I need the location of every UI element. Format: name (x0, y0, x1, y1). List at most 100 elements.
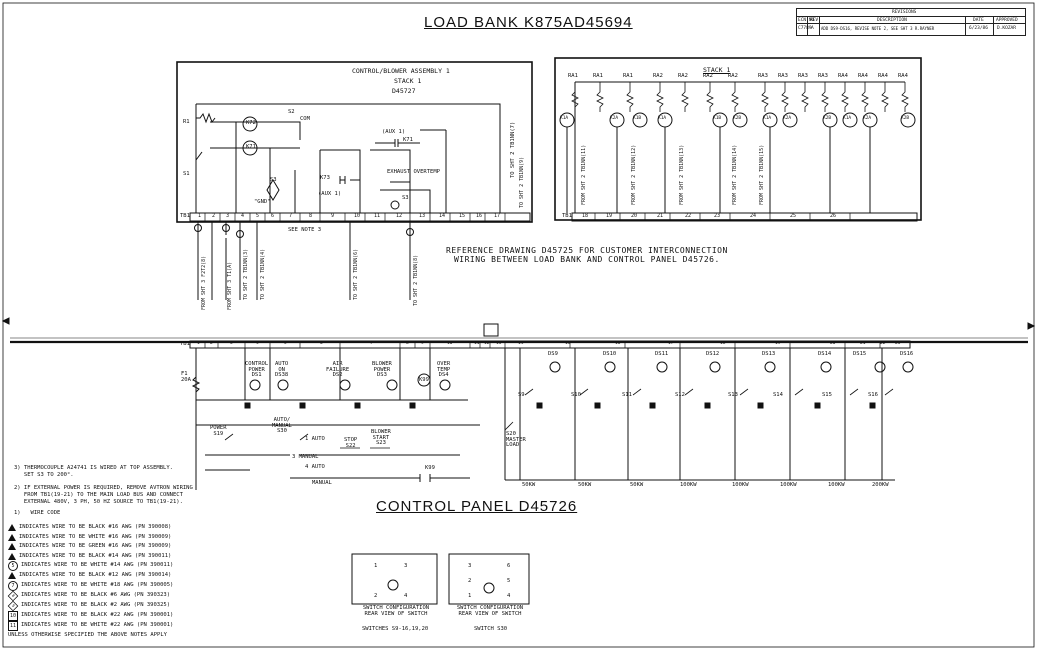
aux1-label: (AUX 1) (318, 191, 342, 197)
mode-4-auto: 4 AUTO (305, 464, 325, 470)
legend-row: INDICATES WIRE TO BE BLACK #16 AWG (PN 3… (8, 523, 173, 533)
sw1-pin-4: 4 (404, 593, 408, 599)
legend-row: INDICATES WIRE TO BE BLACK #12 AWG (PN 3… (8, 571, 173, 581)
tb1-terminal-number: 16 (476, 213, 483, 219)
tb1-terminal-number: 23 (714, 213, 721, 219)
tb1-terminal-number: 14 (439, 213, 446, 219)
stack-resistor-label: RA4 (858, 73, 868, 79)
sw1-pin-3: 3 (404, 563, 408, 569)
note-2b: FROM TB1(19-21) TO THE MAIN LOAD BUS AND… (14, 492, 183, 498)
tb1-terminal-number: 4 (241, 213, 245, 219)
note-3b: SET S3 TO 200°. (14, 472, 74, 478)
sw1-pin-1: 1 (374, 563, 378, 569)
wire-code-symbol: 9 (7, 600, 19, 611)
tb1-terminal-number: 4 (256, 341, 259, 346)
stack-contactor-label: K2A (863, 116, 872, 121)
rev-approved: D.KOZAR (997, 26, 1016, 31)
step-switch-label: S16 (868, 392, 878, 398)
legend-text: INDICATES WIRE TO BE BLACK #2 AWG (PN 39… (21, 601, 171, 608)
stack-resistor-label: RA1 (568, 73, 578, 79)
legend-text: INDICATES WIRE TO BE WHITE #14 AWG (PN 3… (21, 562, 174, 569)
load-bank-title: LOAD BANK K875AD45694 (424, 14, 633, 31)
stack-resistor-label: RA3 (758, 73, 768, 79)
revisions-table: REVISIONS ECN NO REV DESCRIPTION DATE AP… (796, 8, 1026, 36)
step-switch-label: S9 (518, 392, 525, 398)
tb1-terminal-number: 19 (775, 341, 781, 346)
note-1: 1) WIRE CODE (14, 510, 61, 516)
tb1-terminal-number: 18 (582, 213, 589, 219)
step-kw-rating: 100KW (680, 482, 697, 488)
tb1-terminal-number: 12 (484, 341, 490, 346)
k71-coil: K71 (246, 144, 256, 150)
stack-contactor-label: K1B (633, 116, 642, 121)
mode-1-auto: 1 AUTO (305, 436, 325, 442)
tb1-top-label: TB1 (180, 213, 190, 219)
tb1-terminal-number: 1 (198, 213, 202, 219)
wire-code-legend: INDICATES WIRE TO BE BLACK #16 AWG (PN 3… (7, 523, 174, 631)
footer-note: UNLESS OTHERWISE SPECIFIED THE ABOVE NOT… (8, 632, 167, 638)
sw2-name: SWITCH S30 (474, 626, 508, 632)
tb1-terminal-number: 17 (494, 213, 501, 219)
tb1-terminal-number: 13 (419, 213, 426, 219)
master-load-label: S20 MASTER LOAD (506, 431, 526, 448)
rev-date: 6/23/86 (969, 26, 988, 31)
control-blower-stack: STACK 1 (394, 77, 422, 85)
stack-contactor-label: K2B (823, 116, 832, 121)
control-blower-drawing: D45727 (392, 87, 416, 95)
step-kw-rating: 50KW (522, 482, 536, 488)
tb1-stack-label: TB1 (562, 213, 572, 219)
note-3a: 3) THERMOCOUPLE A24741 IS WIRED AT TOP A… (14, 465, 173, 471)
legend-row: INDICATES WIRE TO BE WHITE #16 AWG (PN 3… (8, 533, 173, 543)
rev-col-approved: APPROVED (996, 18, 1018, 23)
step-kw-rating: 100KW (828, 482, 845, 488)
tb1-terminal-number: 1 (197, 341, 200, 346)
tb1-terminal-number: 24 (750, 213, 757, 219)
stack-resistor-label: RA2 (728, 73, 738, 79)
tb1-terminal-number: 2 (210, 341, 213, 346)
sw1-pin-2: 2 (374, 593, 378, 599)
tb1-terminal-number: 20 (830, 341, 836, 346)
tb1-terminal-number: 15 (565, 341, 571, 346)
tb1-terminal-number: 17 (668, 341, 674, 346)
stack-resistor-label: RA3 (798, 73, 808, 79)
step-kw-rating: 100KW (732, 482, 749, 488)
step-switch-label: S10 (571, 392, 581, 398)
see-note-3: SEE NOTE 3 (288, 227, 322, 233)
sw1-caption: SWITCH CONFIGURATION REAR VIEW OF SWITCH (362, 605, 430, 617)
k99-contact: K99 (425, 465, 435, 471)
step-indicator-label: DS15 (853, 351, 867, 357)
wire-code-symbol (8, 572, 16, 580)
k71-contact: K71 (403, 137, 413, 143)
stack-from-label: FROM SHT 2 TB1NN(14) (732, 144, 738, 205)
tb1-terminal-number: 5 (284, 341, 287, 346)
wire-code-symbol: 7 (8, 580, 18, 591)
drawing-notes: 3) THERMOCOUPLE A24741 IS WIRED AT TOP A… (14, 465, 193, 517)
sw2-pin-5: 5 (507, 578, 511, 584)
legend-text: INDICATES WIRE TO BE WHITE #22 AWG (PN 3… (21, 621, 174, 628)
tb1-terminal-number: 11 (374, 213, 381, 219)
stack-contactor-label: K2B (901, 116, 910, 121)
tb1-terminal-number: 6 (271, 213, 275, 219)
r1-label: R1 (183, 119, 190, 125)
s2-label: S2 (288, 109, 295, 115)
tb1-terminal-number: 26 (830, 213, 837, 219)
tb1-terminal-number: 21 (657, 213, 664, 219)
legend-text: INDICATES WIRE TO BE GREEN #16 AWG (PN 3… (19, 543, 172, 549)
to-sht2-tb1nn7: TO SHT 2 TB1NN(7) (510, 121, 516, 178)
vertical-reference-label: TO SHT 2 TB1NN(3) (243, 248, 249, 300)
com-label: COM (300, 116, 310, 122)
legend-text: INDICATES WIRE TO BE WHITE #18 AWG (PN 3… (21, 581, 174, 588)
stack-contactor-label: K2B (733, 116, 742, 121)
stack-contactor-label: K1A (658, 116, 667, 121)
stack-resistor-label: RA4 (878, 73, 888, 79)
tb1-terminal-number: 18 (720, 341, 726, 346)
tb1-terminal-number: 23 (895, 341, 901, 346)
s3-label: S3 (402, 195, 409, 201)
tb1-terminal-number: 9 (331, 213, 335, 219)
vertical-reference-label: TO SHT 2 TB1NN(6) (353, 248, 359, 300)
sw2-pin-4: 4 (507, 593, 511, 599)
legend-row: INDICATES WIRE TO BE GREEN #16 AWG (PN 3… (8, 542, 173, 552)
stack-resistor-label: RA4 (898, 73, 908, 79)
